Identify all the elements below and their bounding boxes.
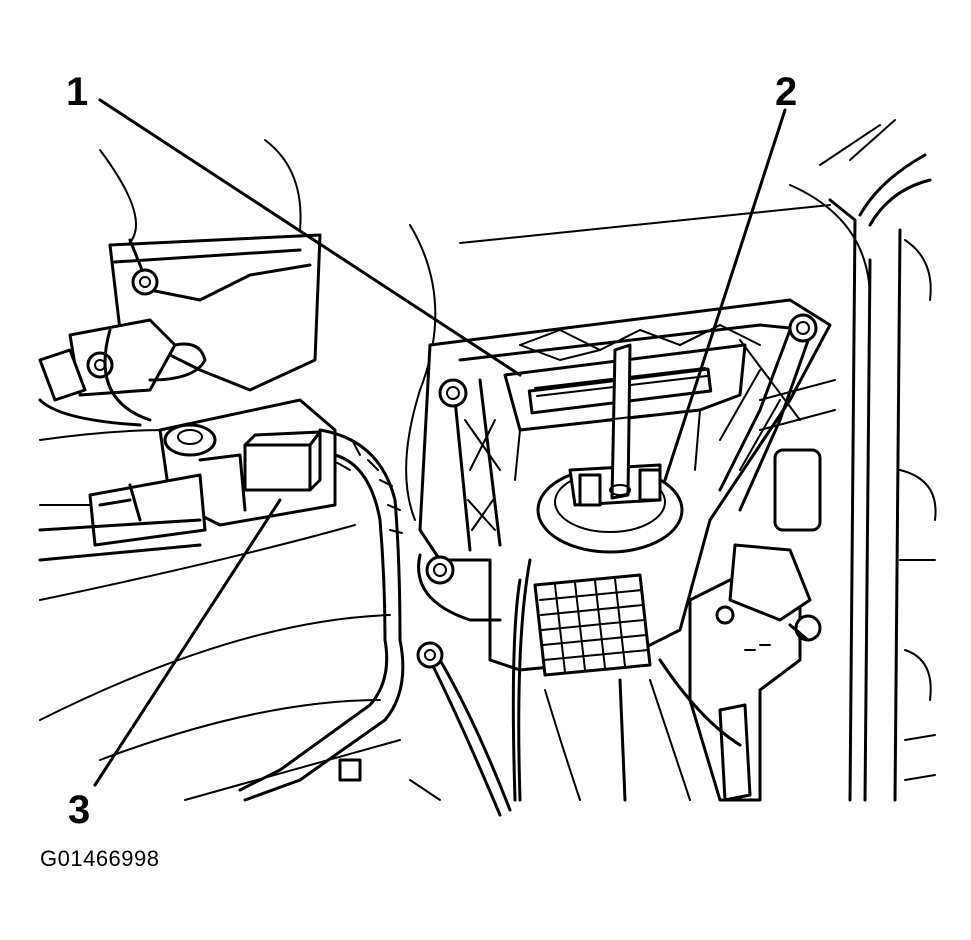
- right-bracket: [658, 543, 822, 802]
- leader-line-2: [663, 108, 787, 482]
- shift-lever-boot: [536, 343, 684, 554]
- callout-2: 2: [775, 70, 798, 114]
- mounting-bolts: [417, 313, 818, 622]
- lower-module-grille: [511, 558, 652, 802]
- callout-1: 1: [66, 70, 89, 114]
- hood-latch-bracket: [38, 233, 322, 427]
- wiring-harness: [238, 428, 512, 817]
- leader-line-3: [93, 498, 282, 787]
- figure-id: G01466998: [40, 846, 160, 871]
- body-frame-right: [759, 153, 937, 802]
- callout-3: 3: [68, 788, 91, 832]
- switch-assembly: [38, 398, 337, 562]
- leader-line-1: [98, 98, 522, 377]
- leader-lines: [93, 98, 787, 787]
